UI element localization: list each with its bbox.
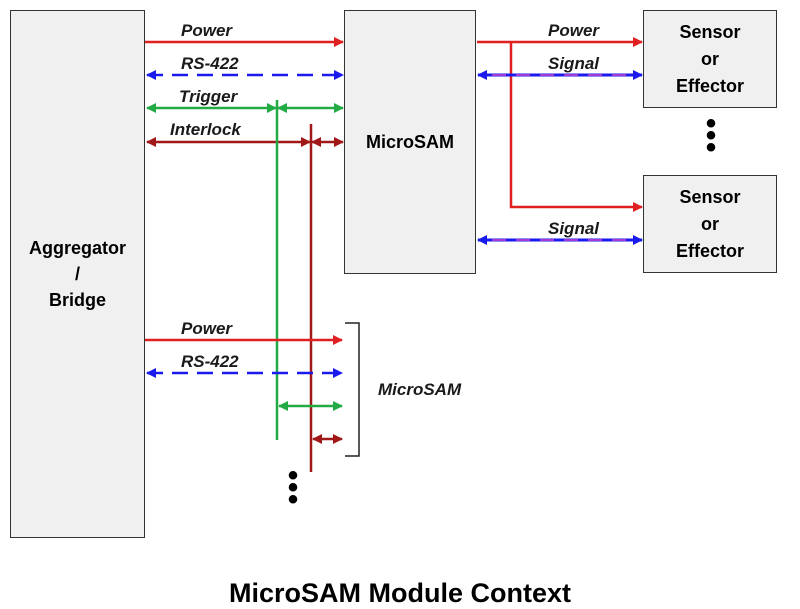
continuation-dots-sensors: •••	[705, 107, 717, 164]
power-branch-bottom	[509, 42, 643, 212]
figure-caption: MicroSAM Module Context	[229, 578, 571, 608]
power-label-right: Power	[548, 21, 600, 40]
power-label-top: Power	[181, 21, 233, 40]
aggregator-label-line3: Bridge	[48, 290, 106, 311]
microsam-label: MicroSAM	[365, 131, 454, 152]
interlock-label: Interlock	[170, 120, 241, 139]
rs422-label-bottom: RS-422	[181, 352, 239, 371]
aggregator-bridge-box: Aggregator / Bridge	[10, 10, 145, 538]
aggregator-label-line1: Aggregator	[28, 237, 126, 258]
sensor-bottom-line1: Sensor	[679, 186, 741, 207]
power-label-bottom: Power	[181, 319, 233, 338]
sensor-bottom-line2: or	[701, 213, 719, 234]
signal-label-top: Signal	[548, 54, 600, 73]
rs422-label-top: RS-422	[181, 54, 239, 73]
sensor-effector-box-top: Sensor or Effector	[643, 10, 777, 108]
microsam-group-label: MicroSAM	[378, 380, 462, 399]
sensor-effector-box-bottom: Sensor or Effector	[643, 175, 777, 273]
sensor-top-line1: Sensor	[679, 21, 741, 42]
microsam-box: MicroSAM	[344, 10, 476, 274]
signal-label-bottom: Signal	[548, 219, 600, 238]
sensor-top-line2: or	[701, 48, 719, 69]
microsam-bracket	[345, 322, 360, 457]
sensor-bottom-line3: Effector	[675, 240, 744, 261]
aggregator-label-line2: /	[74, 263, 80, 284]
continuation-dots-microsam: •••	[287, 459, 299, 516]
trigger-label: Trigger	[179, 87, 238, 106]
sensor-top-line3: Effector	[675, 75, 744, 96]
